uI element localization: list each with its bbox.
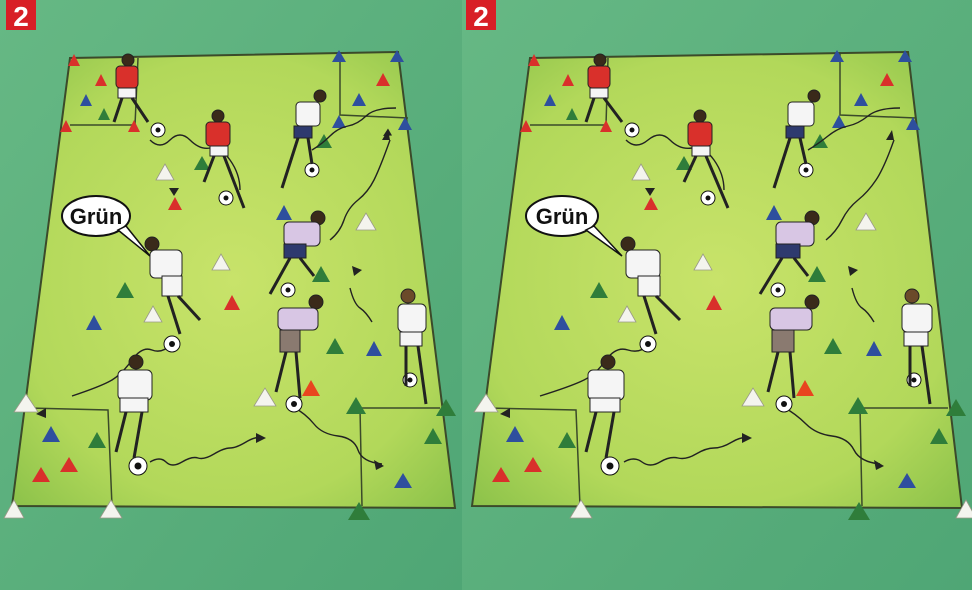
panel-right: Grün 2	[462, 0, 972, 590]
ball-icon	[219, 191, 233, 205]
drill-diagram-right: Grün 2	[462, 0, 972, 590]
speech-text: Grün	[536, 204, 589, 229]
ball-icon	[771, 283, 785, 297]
ball-icon	[640, 336, 656, 352]
step-badge: 2	[6, 0, 36, 32]
playing-field	[472, 52, 962, 508]
panel-left: Grün 2	[0, 0, 462, 590]
ball-icon	[776, 396, 792, 412]
ball-icon	[281, 283, 295, 297]
ball-icon	[151, 123, 165, 137]
step-number: 2	[473, 1, 489, 32]
playing-field	[12, 52, 455, 508]
ball-icon	[286, 396, 302, 412]
speech-text: Grün	[70, 204, 123, 229]
ball-icon	[701, 191, 715, 205]
ball-icon	[164, 336, 180, 352]
ball-icon	[799, 163, 813, 177]
ball-icon	[129, 457, 147, 475]
ball-icon	[625, 123, 639, 137]
step-number: 2	[13, 1, 29, 32]
ball-icon	[601, 457, 619, 475]
drill-diagram-left: Grün 2	[0, 0, 462, 590]
ball-icon	[305, 163, 319, 177]
step-badge: 2	[466, 0, 496, 32]
